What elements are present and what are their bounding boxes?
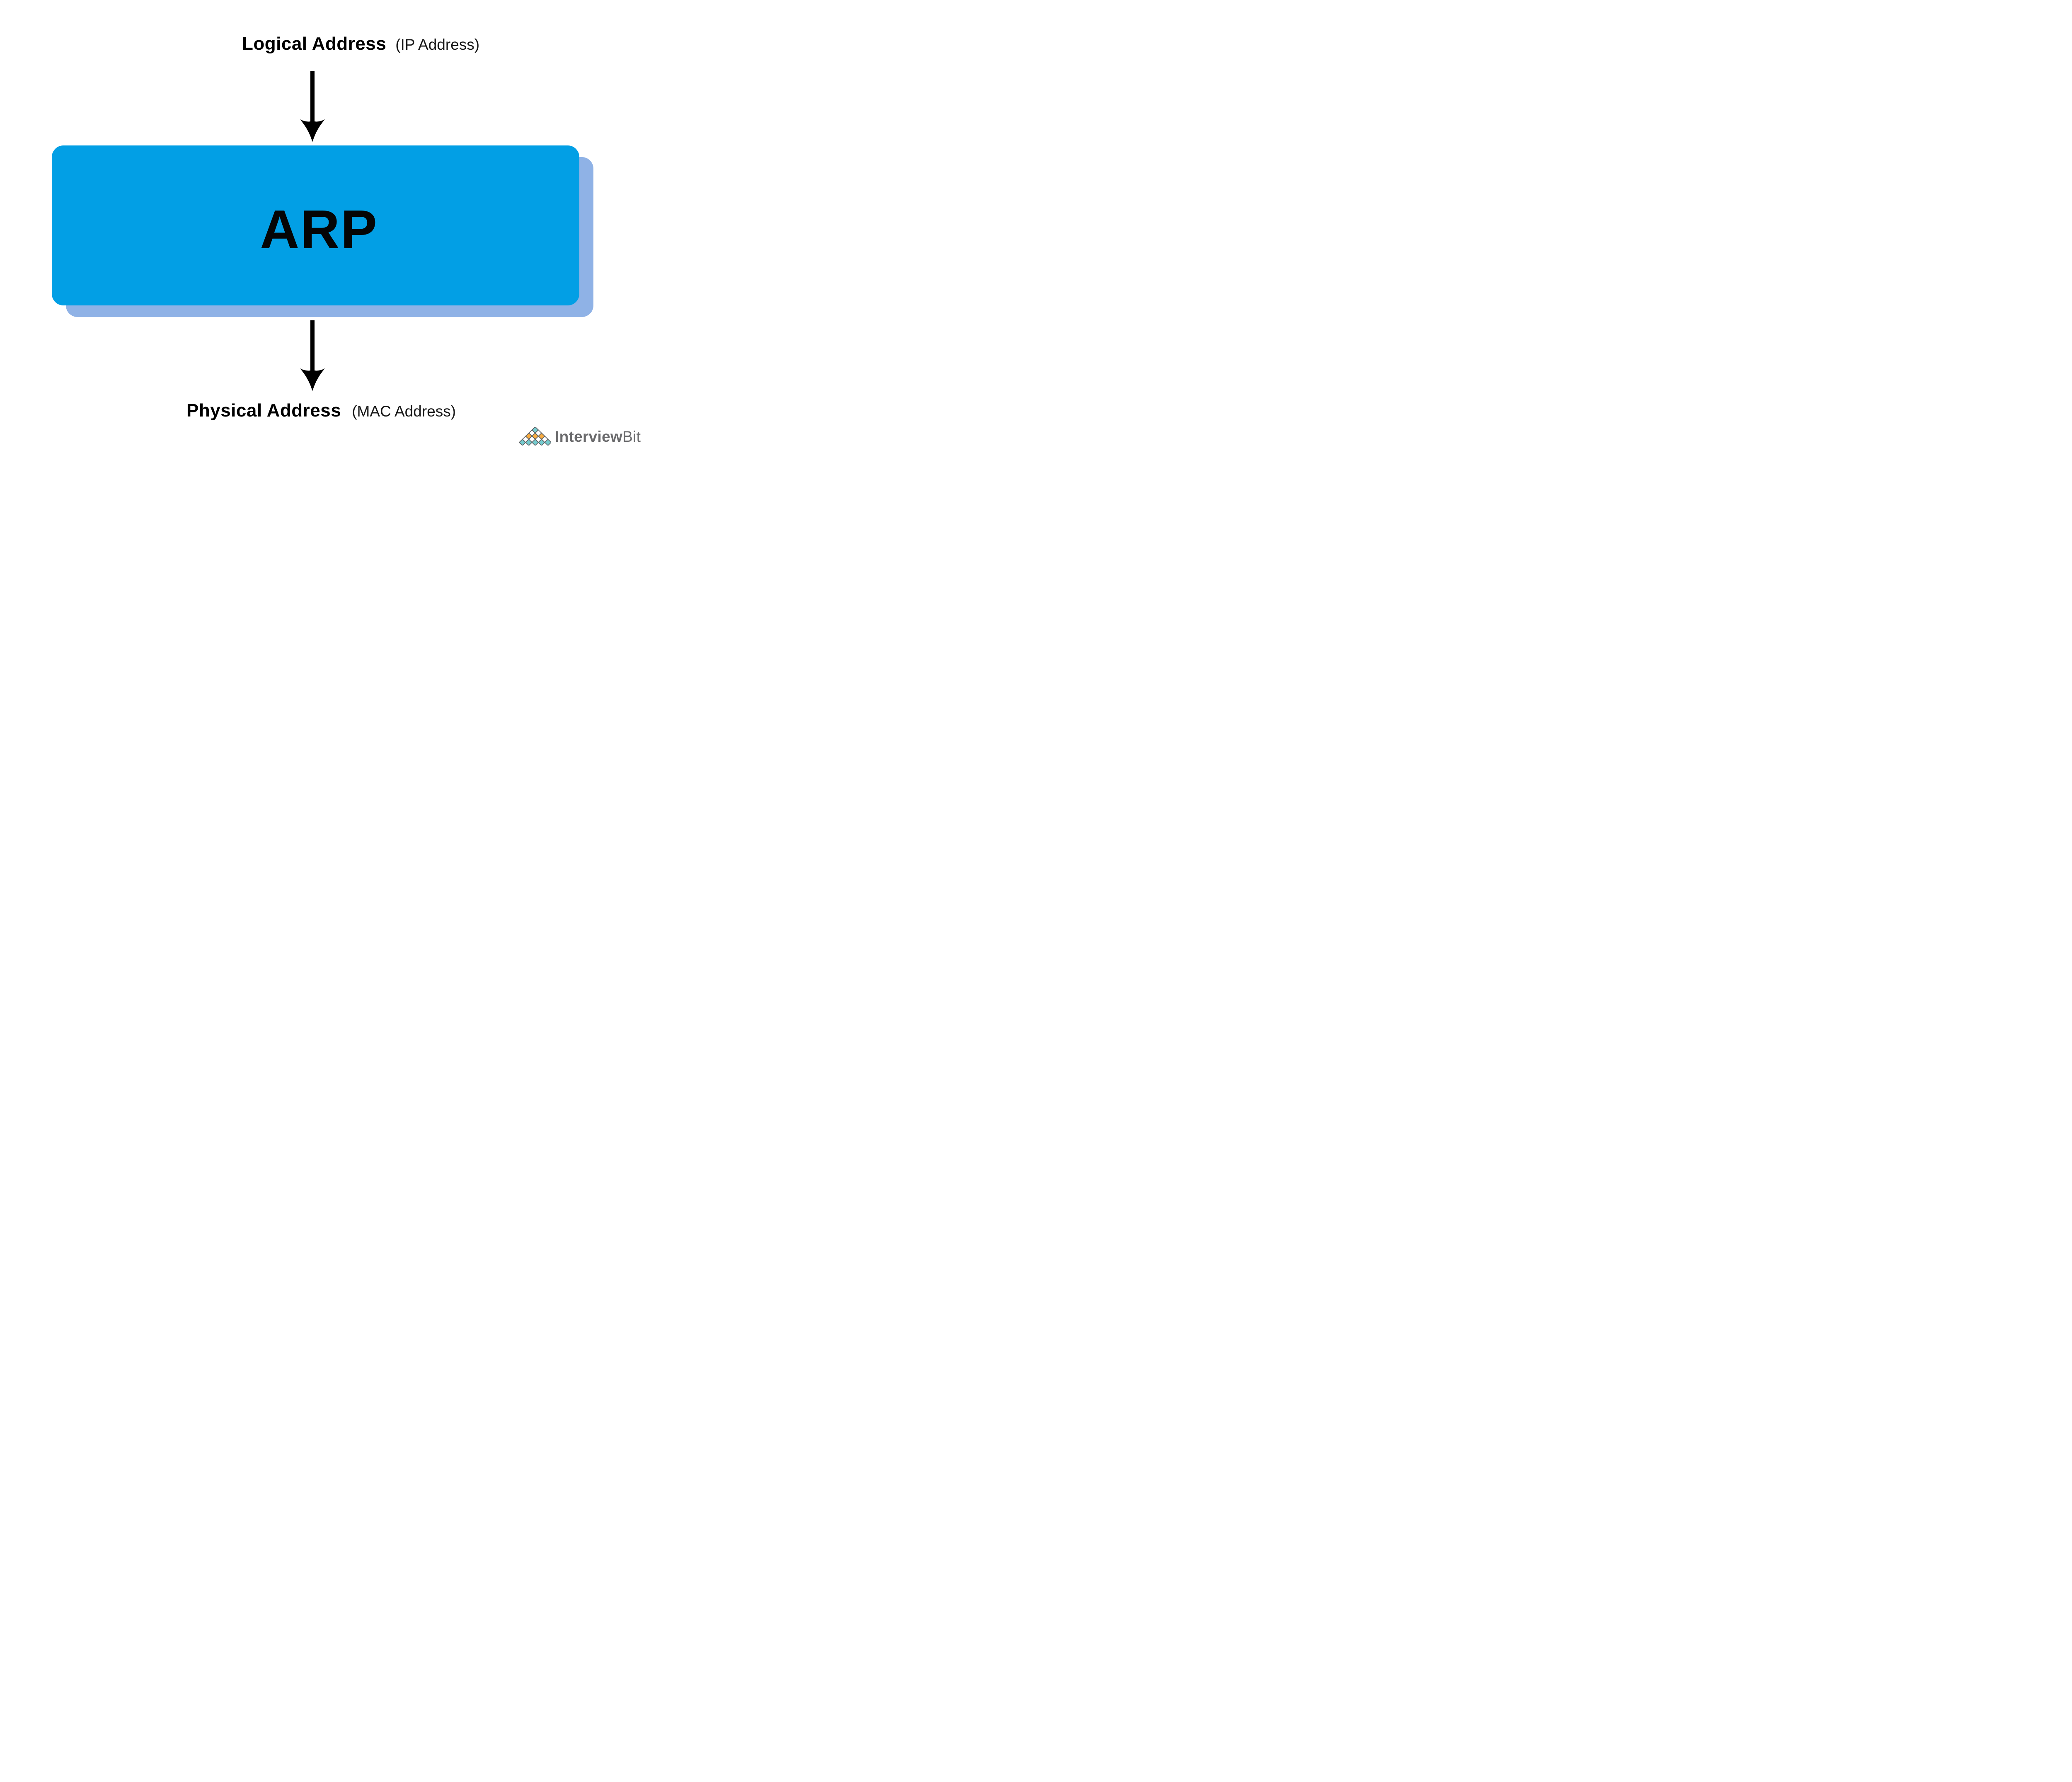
- interviewbit-pyramid-icon: [519, 426, 551, 446]
- arp-box: ARP: [52, 145, 579, 305]
- interviewbit-logo: InterviewBit: [519, 426, 641, 446]
- pyramid-diamond-teal: [525, 438, 533, 446]
- arp-diagram: Logical Address (IP Address) ARP Physica…: [0, 0, 650, 458]
- interviewbit-wordmark: InterviewBit: [555, 429, 641, 444]
- pyramid-diamond-teal: [537, 438, 545, 446]
- down-arrow-top: [300, 71, 325, 142]
- logical-address-label: Logical Address (IP Address): [242, 35, 479, 53]
- physical-address-title: Physical Address: [186, 400, 341, 421]
- arp-box-label: ARP: [260, 199, 378, 260]
- logical-address-title: Logical Address: [242, 34, 387, 54]
- mac-address-subtitle: (MAC Address): [352, 403, 456, 420]
- down-arrow-bottom: [300, 320, 325, 391]
- ip-address-subtitle: (IP Address): [395, 36, 480, 53]
- pyramid-diamond-teal: [544, 438, 551, 446]
- pyramid-diamond-teal: [519, 438, 526, 446]
- logo-word-bit: Bit: [622, 428, 641, 445]
- logo-word-interview: Interview: [555, 428, 623, 445]
- physical-address-label: Physical Address (MAC Address): [186, 402, 456, 420]
- pyramid-diamond-teal: [531, 438, 539, 446]
